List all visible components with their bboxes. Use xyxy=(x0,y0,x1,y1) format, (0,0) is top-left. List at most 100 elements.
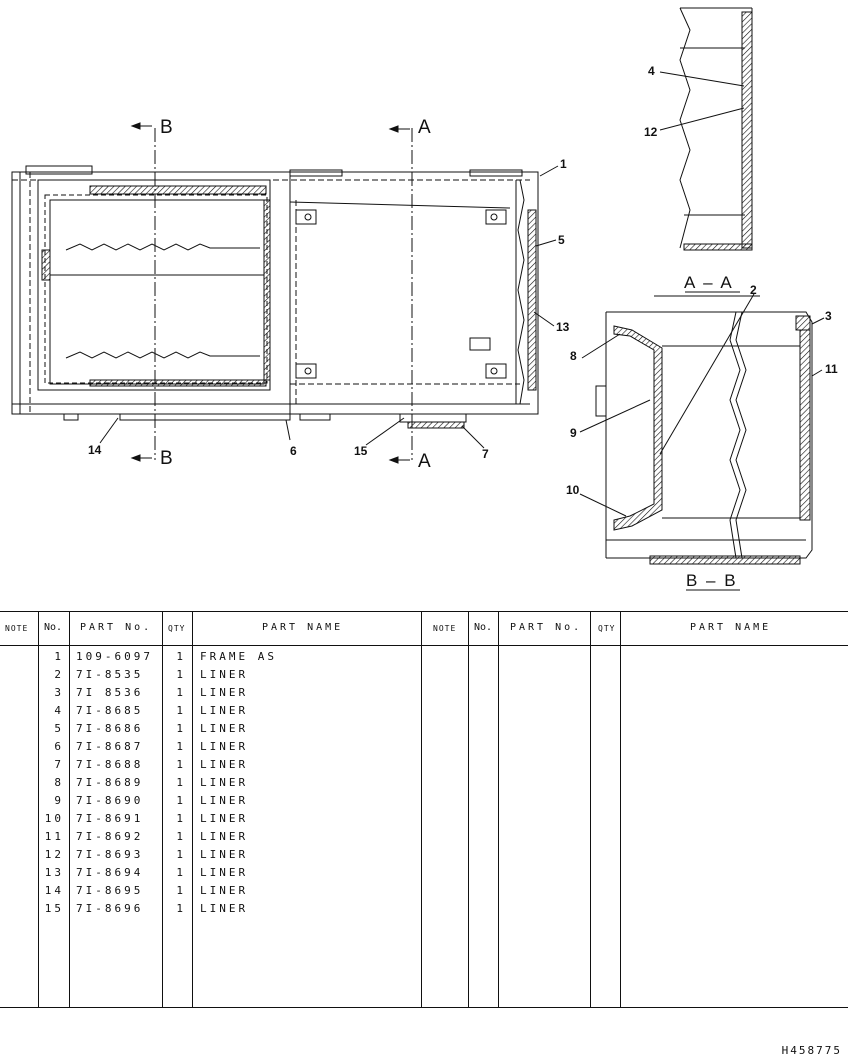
row-no: 7 xyxy=(54,758,64,771)
row-qty: 1 xyxy=(176,866,186,879)
header-note-left: NOTE xyxy=(5,624,29,633)
row-no: 2 xyxy=(54,668,64,681)
header-part-name-right: PART NAME xyxy=(690,622,772,633)
row-part-name: LINER xyxy=(200,812,249,825)
row-part-no: 7I-8690 xyxy=(76,794,144,807)
row-part-name: FRAME AS xyxy=(200,650,277,663)
row-part-name: LINER xyxy=(200,830,249,843)
row-part-no: 7I-8691 xyxy=(76,812,144,825)
row-qty: 1 xyxy=(176,740,186,753)
callout-8: 8 xyxy=(570,349,577,363)
row-no: 1 xyxy=(54,650,64,663)
row-no: 5 xyxy=(54,722,64,735)
callout-6: 6 xyxy=(290,444,297,458)
section-label-a-top: A xyxy=(418,117,431,138)
row-no: 13 xyxy=(44,866,64,879)
section-label-a-bottom: A xyxy=(418,451,431,472)
row-part-no: 7I-8688 xyxy=(76,758,144,771)
row-qty: 1 xyxy=(176,722,186,735)
row-no: 4 xyxy=(54,704,64,717)
header-no-left: No. xyxy=(44,622,63,633)
row-part-name: LINER xyxy=(200,758,249,771)
section-bb-view xyxy=(579,293,825,591)
row-no: 8 xyxy=(54,776,64,789)
parts-drawing: B B A A 1 5 13 14 6 15 7 4 12 A – A xyxy=(11,7,838,591)
row-qty: 1 xyxy=(176,812,186,825)
row-qty: 1 xyxy=(176,686,186,699)
row-part-name: LINER xyxy=(200,740,249,753)
row-part-no: 109-6097 xyxy=(76,650,153,663)
row-qty: 1 xyxy=(176,704,186,717)
row-no: 3 xyxy=(54,686,64,699)
row-qty: 1 xyxy=(176,884,186,897)
section-aa-labels: 4 12 A – A xyxy=(644,64,734,292)
drawing-number: H458775 xyxy=(781,1044,842,1057)
header-no-right: No. xyxy=(474,622,493,633)
callout-12: 12 xyxy=(644,125,658,139)
row-part-name: LINER xyxy=(200,776,249,789)
section-label-b-bottom: B xyxy=(160,448,173,469)
row-part-no: 7I-8687 xyxy=(76,740,144,753)
callout-1: 1 xyxy=(560,157,567,171)
row-part-no: 7I-8685 xyxy=(76,704,144,717)
row-part-no: 7I-8696 xyxy=(76,902,144,915)
row-no: 6 xyxy=(54,740,64,753)
callout-5: 5 xyxy=(558,233,565,247)
section-aa-view xyxy=(659,7,753,293)
row-part-name: LINER xyxy=(200,722,249,735)
callout-14: 14 xyxy=(88,443,102,457)
row-qty: 1 xyxy=(176,830,186,843)
row-part-name: LINER xyxy=(200,794,249,807)
callout-11: 11 xyxy=(825,362,838,376)
row-part-name: LINER xyxy=(200,686,249,699)
row-part-name: LINER xyxy=(200,704,249,717)
row-no: 15 xyxy=(44,902,64,915)
callout-9: 9 xyxy=(570,426,577,440)
row-no: 14 xyxy=(44,884,64,897)
row-qty: 1 xyxy=(176,776,186,789)
row-part-name: LINER xyxy=(200,902,249,915)
row-part-no: 7I-8695 xyxy=(76,884,144,897)
header-note-right: NOTE xyxy=(433,624,457,633)
callout-2: 2 xyxy=(750,283,757,297)
callout-3: 3 xyxy=(825,309,832,323)
callout-15: 15 xyxy=(354,444,368,458)
parts-list-table: NOTE No. PART No. QTY PART NAME NOTE No.… xyxy=(0,611,848,1008)
row-part-no: 7I-8689 xyxy=(76,776,144,789)
callout-4: 4 xyxy=(648,64,655,78)
header-qty-left: QTY xyxy=(168,624,186,633)
section-aa-title: A – A xyxy=(684,273,734,292)
header-part-no-right: PART No. xyxy=(510,622,583,633)
row-qty: 1 xyxy=(176,794,186,807)
row-part-no: 7I-8535 xyxy=(76,668,144,681)
row-qty: 1 xyxy=(176,848,186,861)
row-part-no: 7I 8536 xyxy=(76,686,144,699)
header-qty-right: QTY xyxy=(598,624,616,633)
row-no: 11 xyxy=(44,830,64,843)
row-qty: 1 xyxy=(176,758,186,771)
header-part-name-left: PART NAME xyxy=(262,622,344,633)
main-view xyxy=(11,122,559,464)
callout-7: 7 xyxy=(482,447,489,461)
row-part-no: 7I-8693 xyxy=(76,848,144,861)
main-view-labels: B B A A 1 5 13 14 6 15 7 xyxy=(88,117,570,472)
row-part-no: 7I-8686 xyxy=(76,722,144,735)
row-part-name: LINER xyxy=(200,866,249,879)
row-part-name: LINER xyxy=(200,884,249,897)
row-qty: 1 xyxy=(176,902,186,915)
row-part-no: 7I-8694 xyxy=(76,866,144,879)
callout-13: 13 xyxy=(556,320,570,334)
row-part-no: 7I-8692 xyxy=(76,830,144,843)
row-no: 9 xyxy=(54,794,64,807)
header-part-no-left: PART No. xyxy=(80,622,153,633)
row-no: 12 xyxy=(44,848,64,861)
row-qty: 1 xyxy=(176,668,186,681)
section-bb-labels: 2 3 8 11 9 10 B – B xyxy=(566,283,838,590)
callout-10: 10 xyxy=(566,483,580,497)
section-label-b-top: B xyxy=(160,117,173,138)
section-bb-title: B – B xyxy=(686,571,738,590)
row-no: 10 xyxy=(44,812,64,825)
row-part-name: LINER xyxy=(200,668,249,681)
row-qty: 1 xyxy=(176,650,186,663)
row-part-name: LINER xyxy=(200,848,249,861)
